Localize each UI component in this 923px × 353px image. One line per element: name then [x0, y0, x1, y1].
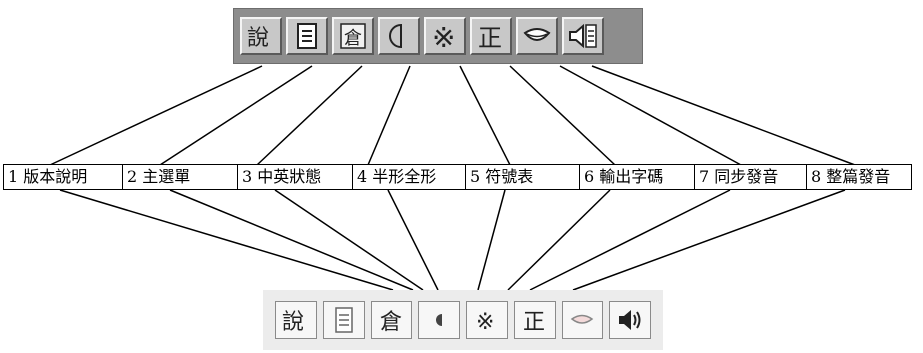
full-text-pronounce-button[interactable] — [562, 17, 604, 55]
main-menu-icon — [297, 23, 317, 49]
connector-bottom-7 — [529, 189, 731, 291]
sync-pronounce-button[interactable] — [516, 17, 558, 55]
version-info-button-alt[interactable]: 說 — [275, 301, 317, 339]
feature-labels: 1 版本說明 2 主選單 3 中英狀態 4 半形全形 5 符號表 6 輸出字碼 … — [3, 164, 912, 190]
output-code-button-alt[interactable]: 正 — [513, 301, 556, 339]
half-full-width-button[interactable] — [378, 17, 420, 55]
connector-top-3 — [256, 65, 363, 166]
symbol-table-button-alt[interactable]: ※ — [466, 301, 508, 339]
connector-bottom-6 — [507, 189, 611, 291]
connector-bottom-2 — [169, 189, 414, 291]
label-half-full-width: 4 半形全形 — [352, 164, 466, 190]
svg-text:說: 說 — [247, 26, 269, 51]
full-text-pronounce-icon — [619, 310, 641, 330]
connector-top-5 — [459, 65, 511, 166]
sync-pronounce-icon — [571, 314, 594, 324]
half-full-width-icon — [436, 314, 443, 326]
top-toolbar: 說 倉 ※ — [233, 8, 643, 64]
sync-pronounce-button-alt[interactable] — [561, 301, 604, 339]
label-output-code: 6 輸出字碼 — [579, 164, 695, 190]
full-text-pronounce-icon — [569, 23, 597, 49]
half-full-width-button-alt[interactable] — [418, 301, 460, 339]
symbol-table-icon: ※ — [476, 310, 494, 335]
label-full-text-pronounce: 8 整篇發音 — [806, 164, 912, 190]
main-menu-button[interactable] — [286, 17, 328, 55]
version-info-icon: 說 — [282, 310, 304, 335]
connector-top-1 — [49, 65, 263, 166]
connector-bottom-1 — [59, 189, 394, 291]
version-info-icon: 說 — [247, 26, 269, 51]
svg-text:※: ※ — [476, 310, 494, 335]
symbol-table-button[interactable]: ※ — [424, 17, 466, 55]
input-mode-button-alt[interactable]: 倉 — [370, 301, 413, 339]
sync-pronounce-icon — [523, 28, 551, 41]
connector-top-2 — [159, 65, 313, 166]
connector-bottom-8 — [572, 189, 846, 291]
label-version-info: 1 版本說明 — [3, 164, 123, 190]
connector-top-8 — [591, 65, 856, 166]
input-mode-icon: 倉 — [380, 310, 402, 335]
input-mode-icon: 倉 — [340, 23, 366, 49]
connector-top-6 — [509, 65, 616, 166]
symbol-table-icon: ※ — [432, 21, 455, 51]
svg-text:※: ※ — [432, 21, 455, 51]
svg-text:說: 說 — [282, 310, 304, 335]
connector-bottom-4 — [387, 189, 439, 291]
version-info-button[interactable]: 說 — [240, 17, 282, 55]
input-mode-button[interactable]: 倉 — [332, 17, 374, 55]
main-menu-button-alt[interactable] — [322, 301, 365, 339]
full-text-pronounce-button-alt[interactable] — [609, 301, 651, 339]
bottom-toolbar: 說 倉 ※ 正 — [263, 290, 663, 350]
connector-top-4 — [367, 65, 411, 166]
label-sync-pronounce: 7 同步發音 — [694, 164, 807, 190]
output-code-icon: 正 — [523, 310, 545, 335]
main-menu-icon — [334, 307, 353, 333]
label-input-mode: 3 中英狀態 — [237, 164, 353, 190]
output-code-button[interactable]: 正 — [470, 17, 512, 55]
label-symbol-table: 5 符號表 — [465, 164, 580, 190]
half-full-width-icon — [389, 23, 402, 49]
svg-text:倉: 倉 — [380, 310, 402, 335]
connector-bottom-5 — [477, 189, 506, 291]
connector-bottom-3 — [274, 189, 424, 291]
svg-text:倉: 倉 — [344, 28, 362, 49]
label-main-menu: 2 主選單 — [122, 164, 238, 190]
output-code-icon: 正 — [478, 24, 502, 51]
svg-text:正: 正 — [523, 310, 545, 335]
connector-top-7 — [559, 65, 742, 166]
svg-text:正: 正 — [478, 24, 502, 51]
